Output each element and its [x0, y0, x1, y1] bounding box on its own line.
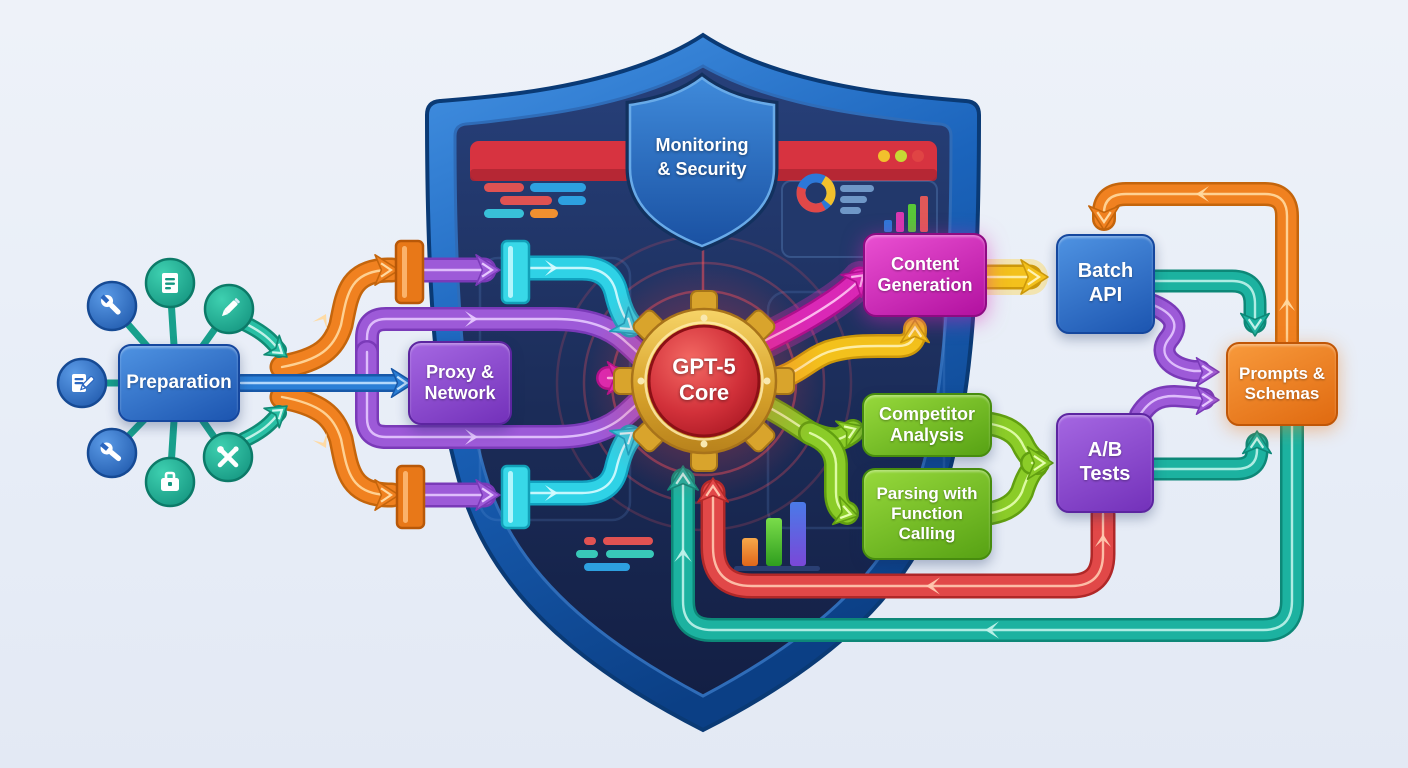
pipe-prep-top-orange: [269, 254, 405, 380]
node-ab-tests-label: A/B Tests: [1079, 439, 1131, 485]
node-parsing-function-calling: Parsing with Function Calling: [862, 468, 992, 560]
monitoring-shield-icon: [625, 72, 779, 251]
node-parsing-label: Parsing with Function Calling: [876, 483, 978, 544]
pipe-green-parsing: [798, 421, 859, 526]
node-ab-tests: A/B Tests: [1056, 413, 1154, 513]
window-control-dots: [878, 150, 924, 162]
document-icon: [144, 257, 196, 309]
arrow-prep-lower-teal: [236, 405, 288, 448]
pipe-batch-prompts-teal: [1142, 269, 1271, 337]
node-proxy-network: Proxy & Network: [408, 341, 512, 425]
node-preparation-label: Preparation: [126, 371, 232, 393]
pipe-ab-prompts-teal: [1142, 430, 1273, 481]
gpt5-core-icon: [584, 261, 824, 501]
node-prompts-schemas: Prompts & Schemas: [1226, 342, 1338, 426]
pipe-batch-prompts-violet: [1137, 292, 1220, 388]
code-lines-bottom-left: [576, 537, 654, 571]
briefcase-icon: [144, 456, 196, 508]
pipe-green-ab-arrow: [1020, 446, 1054, 480]
edit-note-icon: [56, 357, 108, 409]
arrow-prep-upper-teal: [236, 315, 288, 358]
preparation-icon-cluster: [56, 257, 255, 508]
pipe-prompts-batch-orange: [1088, 182, 1299, 353]
pipe-top-violet-segment: [410, 254, 501, 286]
growth-bar-chart-icon: [734, 502, 820, 571]
node-batch-api-label: Batch API: [1077, 260, 1134, 306]
connector-orange-bottom: [395, 464, 426, 530]
node-content-generation: Content Generation: [863, 233, 987, 317]
mini-bar-chart-icon: [884, 196, 928, 232]
pipe-ab-core-red: [697, 477, 1116, 599]
wrench-icon: [86, 427, 138, 479]
code-lines-top-left: [484, 183, 586, 218]
connector-orange-top: [394, 239, 425, 305]
node-content-generation-label: Content Generation: [877, 253, 973, 295]
node-competitor-analysis-label: Competitor Analysis: [879, 403, 975, 445]
connector-cyan-bottom: [500, 464, 531, 530]
pipe-prep-bottom-orange: [269, 384, 405, 511]
pipe-ab-prompts-violet: [1129, 384, 1220, 426]
node-preparation: Preparation: [118, 344, 240, 422]
pipe-bottom-violet-segment: [411, 479, 501, 511]
wrench-icon: [86, 280, 138, 332]
pipe-connectors: [394, 239, 531, 530]
pipe-contentgen-batch-yellow: [970, 259, 1049, 295]
connector-cyan-top: [500, 239, 531, 305]
pencil-icon: [203, 283, 255, 335]
arrow-prep-proxy-blue: [232, 367, 415, 399]
node-batch-api: Batch API: [1056, 234, 1155, 334]
node-competitor-analysis: Competitor Analysis: [862, 393, 992, 457]
donut-chart-icon: [796, 173, 836, 213]
tools-icon: [202, 431, 254, 483]
core-ring-dots: [637, 314, 771, 448]
node-prompts-schemas-label: Prompts & Schemas: [1239, 363, 1325, 403]
node-proxy-network-label: Proxy & Network: [424, 361, 496, 403]
dashboard-text-lines: [840, 185, 874, 214]
